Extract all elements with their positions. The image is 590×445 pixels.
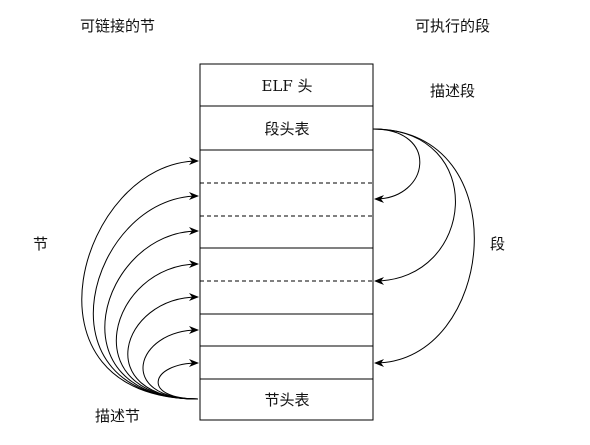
elf-file-box <box>199 63 374 421</box>
segment-arrow <box>372 128 421 203</box>
section-arrow <box>127 293 199 400</box>
section-header-table-label: 节头表 <box>264 391 309 409</box>
section-label: 节 <box>33 235 49 253</box>
section-arrow <box>81 157 199 400</box>
segment-label: 段 <box>490 235 506 253</box>
describe-segments-label: 描述段 <box>430 82 476 100</box>
program-header-table-label: 段头表 <box>264 120 309 138</box>
section-arrow <box>104 227 199 400</box>
linkable-sections-heading: 可链接的节 <box>80 17 156 35</box>
describe-sections-label: 描述节 <box>95 407 141 425</box>
elf-header-label: ELF 头 <box>261 77 312 95</box>
segment-arrow <box>372 128 475 367</box>
segment-arrow <box>372 128 456 285</box>
section-arrow <box>92 192 199 400</box>
section-arrow <box>157 359 199 400</box>
executable-segments-heading: 可执行的段 <box>415 17 491 35</box>
section-arrow <box>142 326 199 400</box>
